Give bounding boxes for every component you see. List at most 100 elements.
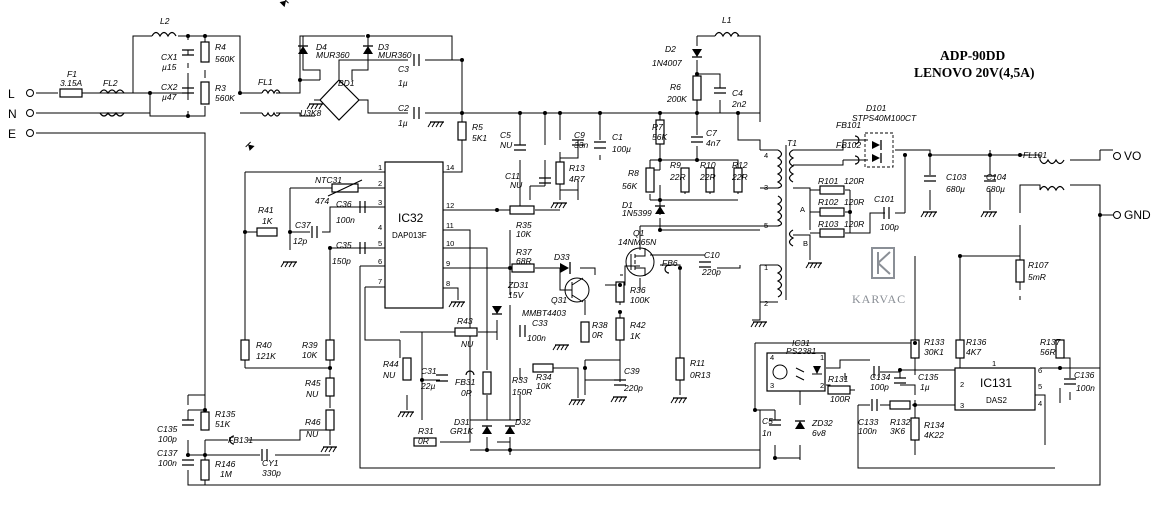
ic131-part: DAS2 (986, 396, 1007, 405)
r31-ref: R31 (418, 426, 434, 436)
c1-value: 100µ (612, 144, 631, 154)
cx2-value: µ47 (162, 92, 177, 102)
resistor-r8: R8 56K (622, 167, 655, 193)
fb6-ref: FB6 (662, 258, 678, 268)
ic31-pin1: 1 (820, 353, 824, 362)
ic31-pin2: 2 (820, 381, 824, 390)
r35-value: 10K (516, 229, 531, 239)
d31-value: GR1K (450, 426, 473, 436)
c4-ref: C4 (732, 88, 743, 98)
capacitor-cx1: CX1 µ15 (161, 49, 194, 72)
fb31-value: 0R (461, 388, 472, 398)
resistor-r46: R46 NU (305, 409, 338, 453)
inductor-l2: L2 (151, 16, 177, 38)
cy1-ref: CY1 (262, 458, 279, 468)
capacitor-c134: C134 100p (870, 366, 891, 392)
c11-ref: C11 (505, 171, 520, 181)
r132-ref: R132 (890, 417, 911, 427)
capacitor-c136: C136 100n (1064, 370, 1095, 393)
terminal-e: E (8, 127, 34, 141)
d32-ref: D32 (515, 417, 531, 427)
c103-ref: C103 (946, 172, 967, 182)
ntc31-ref: NTC31 (315, 175, 342, 185)
r133-ref: R133 (924, 337, 945, 347)
q31-value: MMBT4403 (522, 308, 566, 318)
r31-value: 0R (418, 436, 429, 446)
resistor-r35: R35 10K (509, 205, 535, 239)
diode-d3: D3 MUR360 (362, 42, 412, 60)
resistor-r40: R40 121K (240, 339, 276, 361)
r102-ref: R102 (818, 197, 839, 207)
r44-ref: R44 (383, 359, 399, 369)
c35-ref: C35 (336, 240, 352, 250)
terminal-vo-label: VO (1124, 149, 1141, 163)
diode-d4: D4 MUR360 (297, 42, 350, 60)
diode-d32: D32 (504, 417, 531, 435)
c133-value: 100n (858, 426, 877, 436)
capacitor-c9: C9 33n (572, 130, 588, 150)
capacitor-c4: C4 2n2 (714, 87, 746, 109)
c31-value: 22µ (420, 381, 435, 391)
d101-value: STPS40M100CT (852, 113, 917, 123)
f1-ref: F1 (67, 69, 77, 79)
r8-value: 56K (622, 181, 637, 191)
cx2-ref: CX2 (161, 82, 178, 92)
capacitor-c5-sec: C5 1n (762, 416, 781, 438)
resistor-r34: R34 10K (532, 363, 586, 406)
r43-ref: R43 (457, 316, 473, 326)
r13-value: 4R7 (569, 174, 585, 184)
r101-ref: R101 (818, 176, 839, 186)
r41-ref: R41 (258, 205, 274, 215)
r131-value: 100R (830, 394, 850, 404)
capacitor-c5: C5 NU (500, 130, 526, 151)
d101-ref: D101 (866, 103, 887, 113)
capacitor-c135-sec: C135 1µ (894, 372, 939, 392)
t1-pin-b: B (803, 239, 808, 248)
r40-value: 121K (256, 351, 276, 361)
r10-ref: R10 (700, 160, 716, 170)
diode-d33: D33 (554, 252, 571, 274)
c135-pri-value: 100p (158, 434, 177, 444)
diode-d2: D2 1N4007 (652, 44, 703, 68)
resistor-r137: R137 56R (1040, 337, 1065, 359)
l2-ref: L2 (160, 16, 170, 26)
fl1-ref: FL1 (258, 77, 273, 87)
c2-ref: C2 (398, 103, 409, 113)
terminal-gnd-label: GND (1124, 208, 1151, 222)
c11-value: NU (510, 180, 523, 190)
c9-value: 33n (574, 140, 588, 150)
c39-ref: C39 (624, 366, 640, 376)
fb102-ref: FB102 (836, 140, 861, 150)
r37-ref: R37 (516, 247, 532, 257)
capacitor-c135-pri: C135 100p (157, 419, 194, 444)
c134-ref: C134 (870, 372, 891, 382)
c9-ref: C9 (574, 130, 585, 140)
t1-pin1: 1 (764, 263, 768, 272)
cx1-ref: CX1 (161, 52, 178, 62)
junction-dots (148, 34, 1102, 460)
r12-value: 22R (731, 172, 748, 182)
ic31-optocoupler: IC31 PS2381 1 2 3 4 (766, 338, 826, 392)
ic32-pin3: 3 (378, 198, 382, 207)
ic131: IC131 DAS2 2 3 6 5 4 1 (954, 359, 1042, 411)
r7-value: 56K (652, 132, 667, 142)
ic32-pin7: 7 (378, 277, 382, 286)
resistor-r33: R33 150R (482, 371, 532, 397)
c36-ref: C36 (336, 199, 352, 209)
c31-ref: C31 (421, 366, 437, 376)
d2-ref: D2 (665, 44, 676, 54)
r6-value: 200K (666, 94, 687, 104)
r44-value: NU (383, 370, 396, 380)
bd1-value: U3K8 (300, 108, 322, 118)
fb131-ref: FB131 (228, 435, 253, 445)
c104-value: 680µ (986, 184, 1005, 194)
r146-ref: R146 (215, 459, 236, 469)
r41-value: 1K (262, 216, 273, 226)
diode-d1: D1 1N5399 (622, 200, 666, 218)
c39-value: 220p (623, 383, 643, 393)
c137-ref: C137 (157, 448, 178, 458)
c7-ref: C7 (706, 128, 717, 138)
r37-value: 68R (516, 256, 532, 266)
c135-pri-ref: C135 (157, 424, 178, 434)
